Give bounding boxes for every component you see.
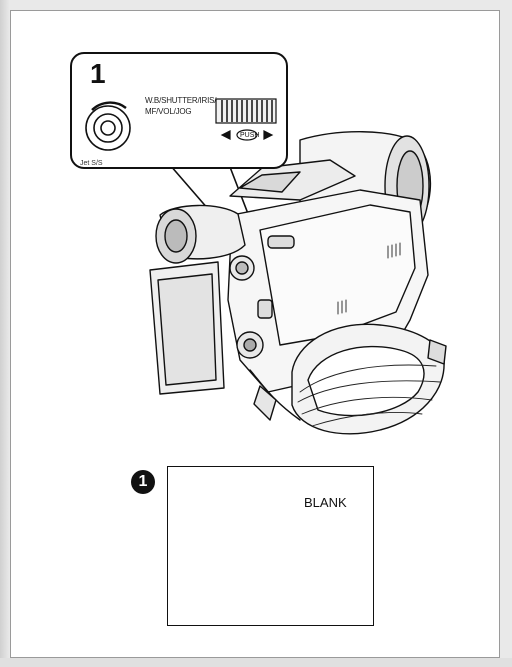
menu-line-2: MF/VOL/JOG (145, 107, 192, 116)
page-shadow-bottom (0, 658, 512, 667)
display-badge: 1 (131, 470, 155, 494)
mode-dial-icon (85, 101, 131, 151)
push-label: PUSH (240, 132, 260, 139)
page-shadow-left (0, 0, 10, 667)
step-number: 1 (90, 58, 106, 89)
menu-line-1: W.B/SHUTTER/IRIS/ (145, 96, 217, 105)
screen-status-text: BLANK (304, 495, 347, 510)
display-screen (167, 466, 374, 626)
jog-dial-icon (215, 98, 277, 141)
camcorder-illustration (149, 131, 447, 435)
menu-text: W.B/SHUTTER/IRIS/ MF/VOL/JOG (145, 95, 216, 117)
dial-label: Jet S/S (80, 160, 103, 167)
